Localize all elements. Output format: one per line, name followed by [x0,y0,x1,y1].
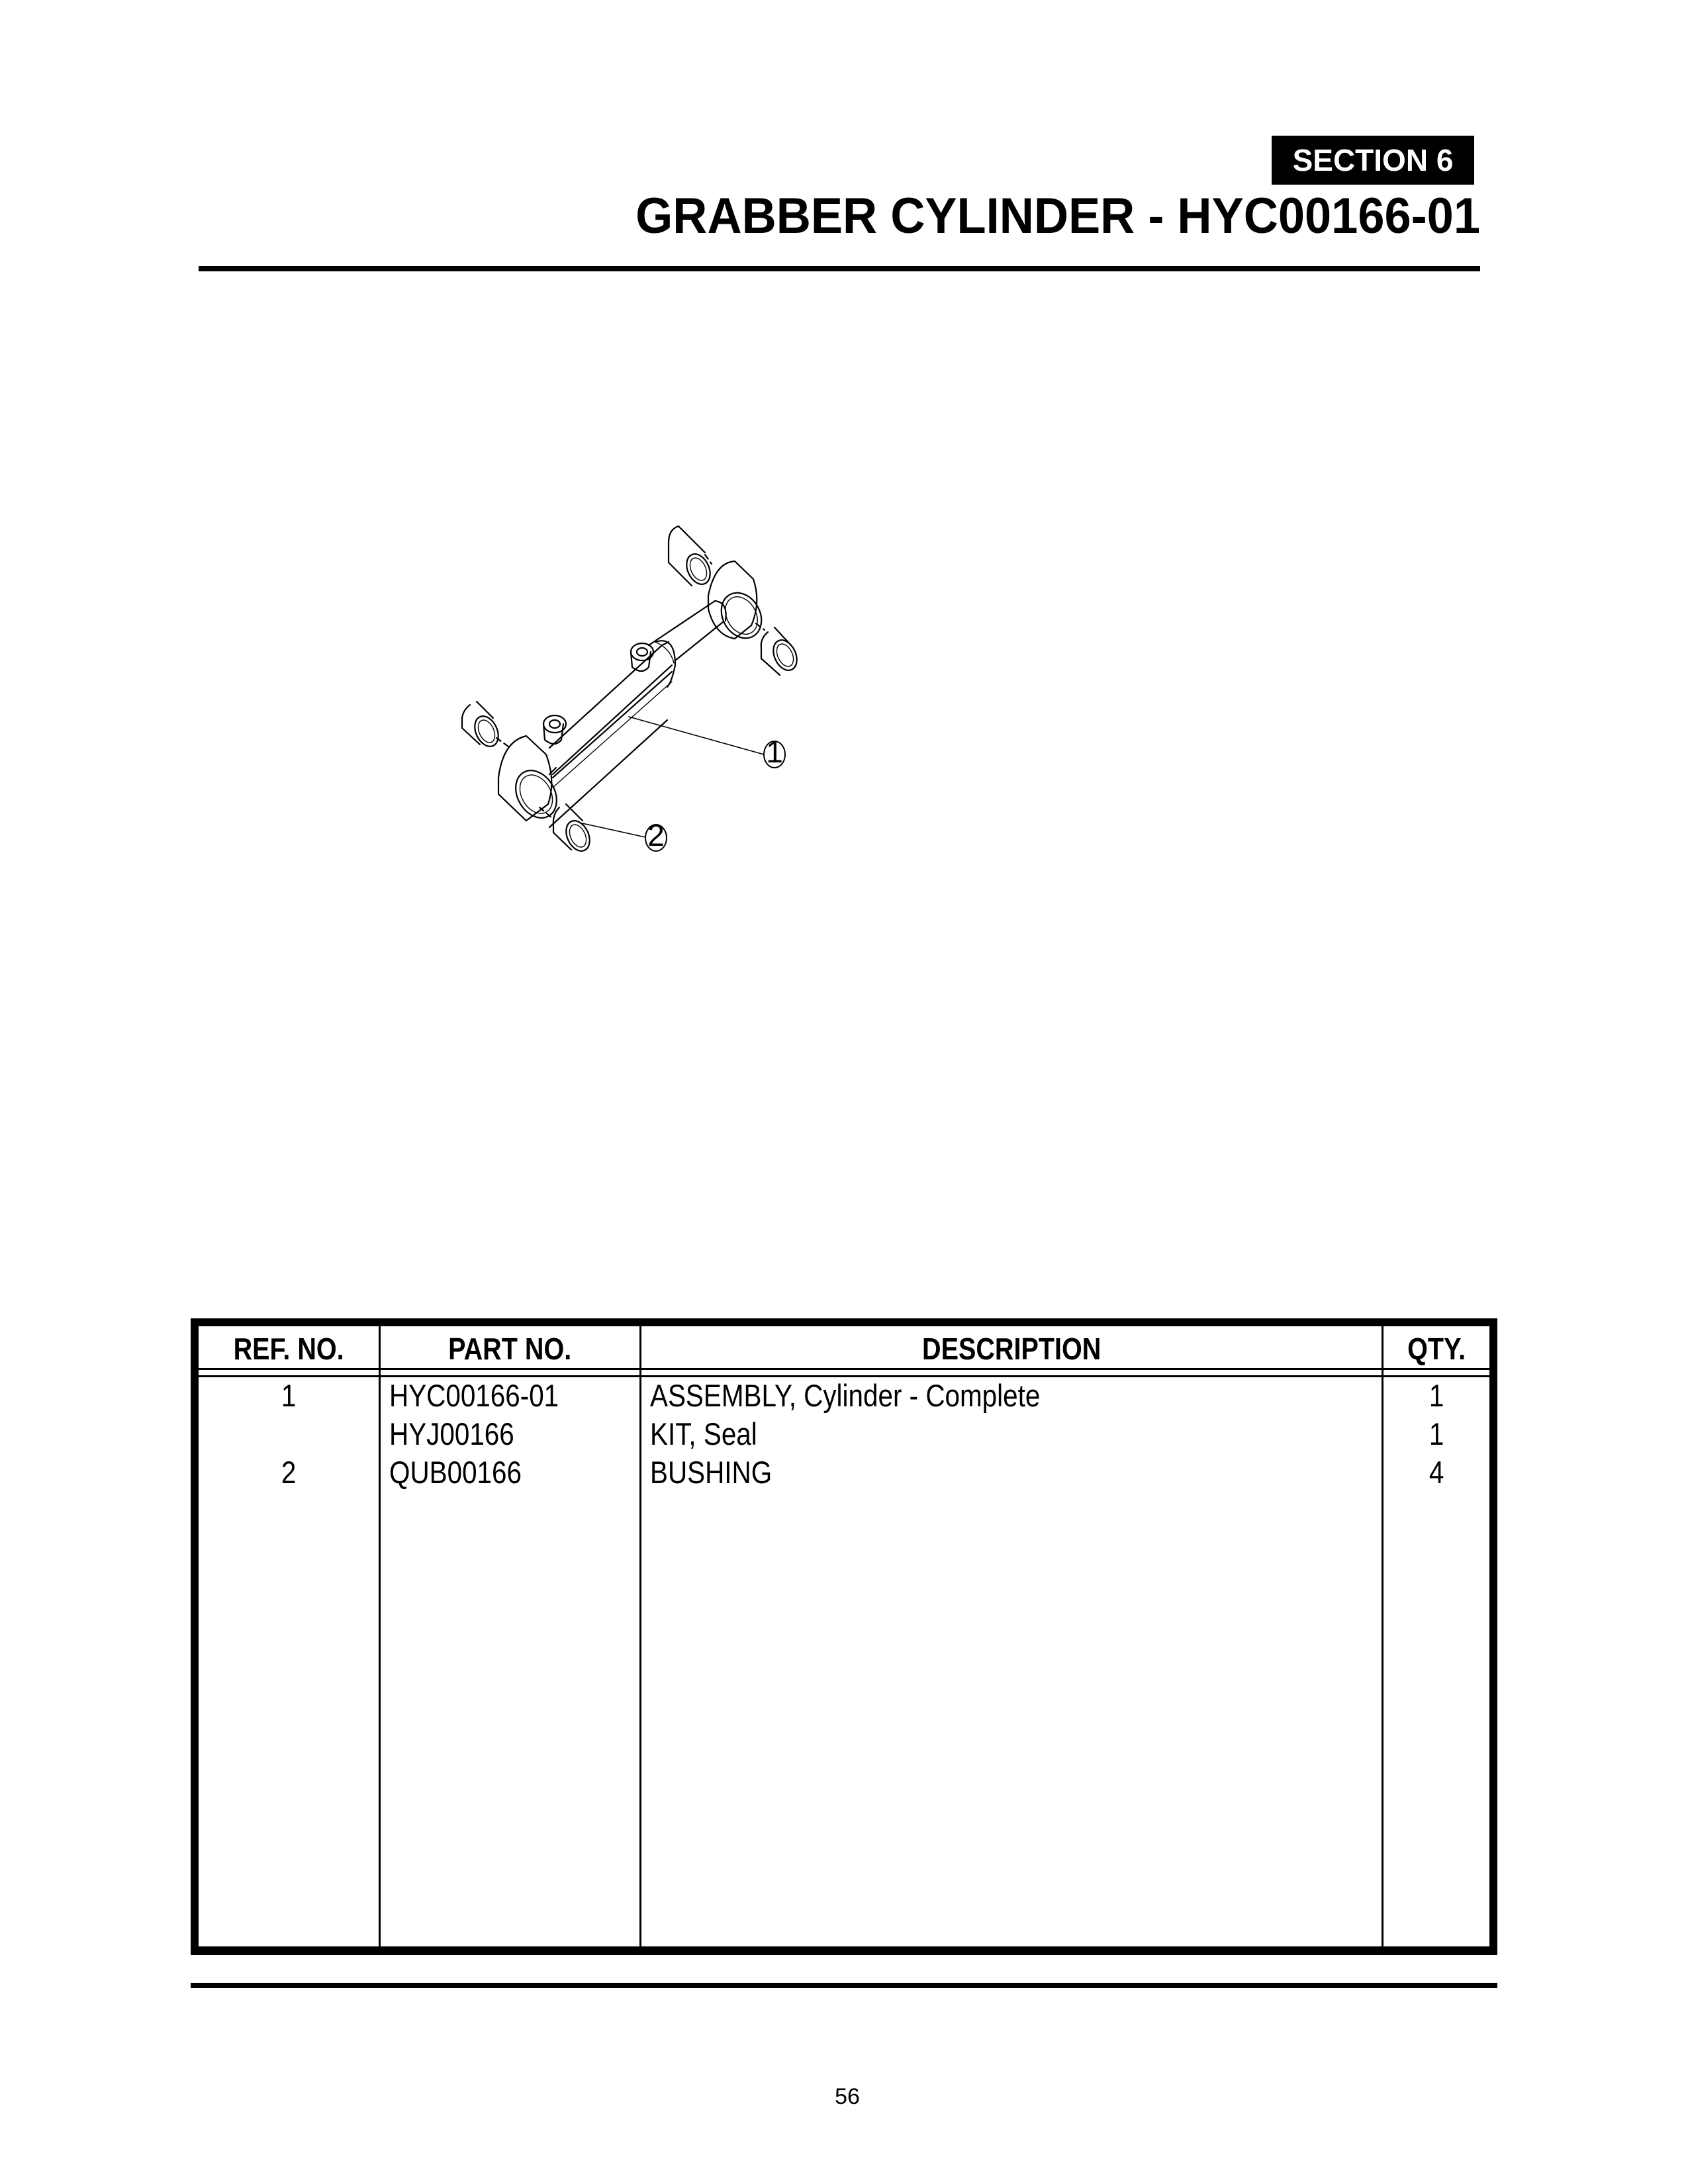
description: BUSHING [650,1455,773,1490]
column-divider [379,1326,381,1946]
column-divider [1382,1326,1383,1946]
header-divider [199,266,1480,271]
bushing-upper-left [667,525,713,587]
piston-rod [647,600,727,662]
bushing-lower-right [538,803,590,852]
qty: 1 [1429,1416,1444,1451]
callout-2: 2 [645,818,667,852]
footer-divider [191,1983,1497,1988]
header-underline [199,1368,1489,1370]
page-title: GRABBER CYLINDER - HYC00166-01 [635,188,1480,244]
ref-no [199,1415,379,1453]
column-header-ref-no: REF. NO. [233,1332,344,1366]
table-row: 1 HYC00166-01 ASSEMBLY, Cylinder - Compl… [199,1377,1489,1415]
page-number: 56 [835,2084,860,2109]
bushing-upper-right [755,622,798,676]
table-row: 2 QUB00166 BUSHING 4 [199,1453,1489,1492]
description: ASSEMBLY, Cylinder - Complete [650,1378,1041,1413]
svg-text:1: 1 [766,735,783,769]
svg-text:2: 2 [647,818,665,852]
leader-line-1 [628,716,765,755]
part-no: HYJ00166 [389,1416,514,1451]
column-divider [639,1326,641,1946]
column-header-part-no: PART NO. [448,1332,572,1366]
ref-no: 1 [281,1378,297,1413]
section-badge: SECTION 6 [1272,136,1474,185]
column-header-qty: QTY. [1407,1332,1466,1366]
exploded-view-diagram: 1 2 [450,516,1244,1079]
part-no: QUB00166 [389,1455,522,1490]
qty: 4 [1429,1455,1444,1490]
callout-1: 1 [763,735,786,769]
hydraulic-port-upper [630,642,655,672]
part-no: HYC00166-01 [389,1378,559,1413]
parts-table: REF. NO. PART NO. DESCRIPTION QTY. 1 HYC… [191,1318,1497,1955]
table-row: HYJ00166 KIT, Seal 1 [199,1415,1489,1453]
rod-end-eye [707,560,763,640]
hydraulic-port-lower [542,714,567,745]
bushing-lower-left [461,700,510,748]
leader-line-2 [579,822,646,838]
ref-no: 2 [281,1455,297,1490]
header-underline [199,1375,1489,1377]
cylinder-barrel [548,640,677,829]
base-end-eye [497,735,557,822]
description: KIT, Seal [650,1416,757,1451]
qty: 1 [1429,1378,1444,1413]
column-header-description: DESCRIPTION [921,1332,1102,1366]
